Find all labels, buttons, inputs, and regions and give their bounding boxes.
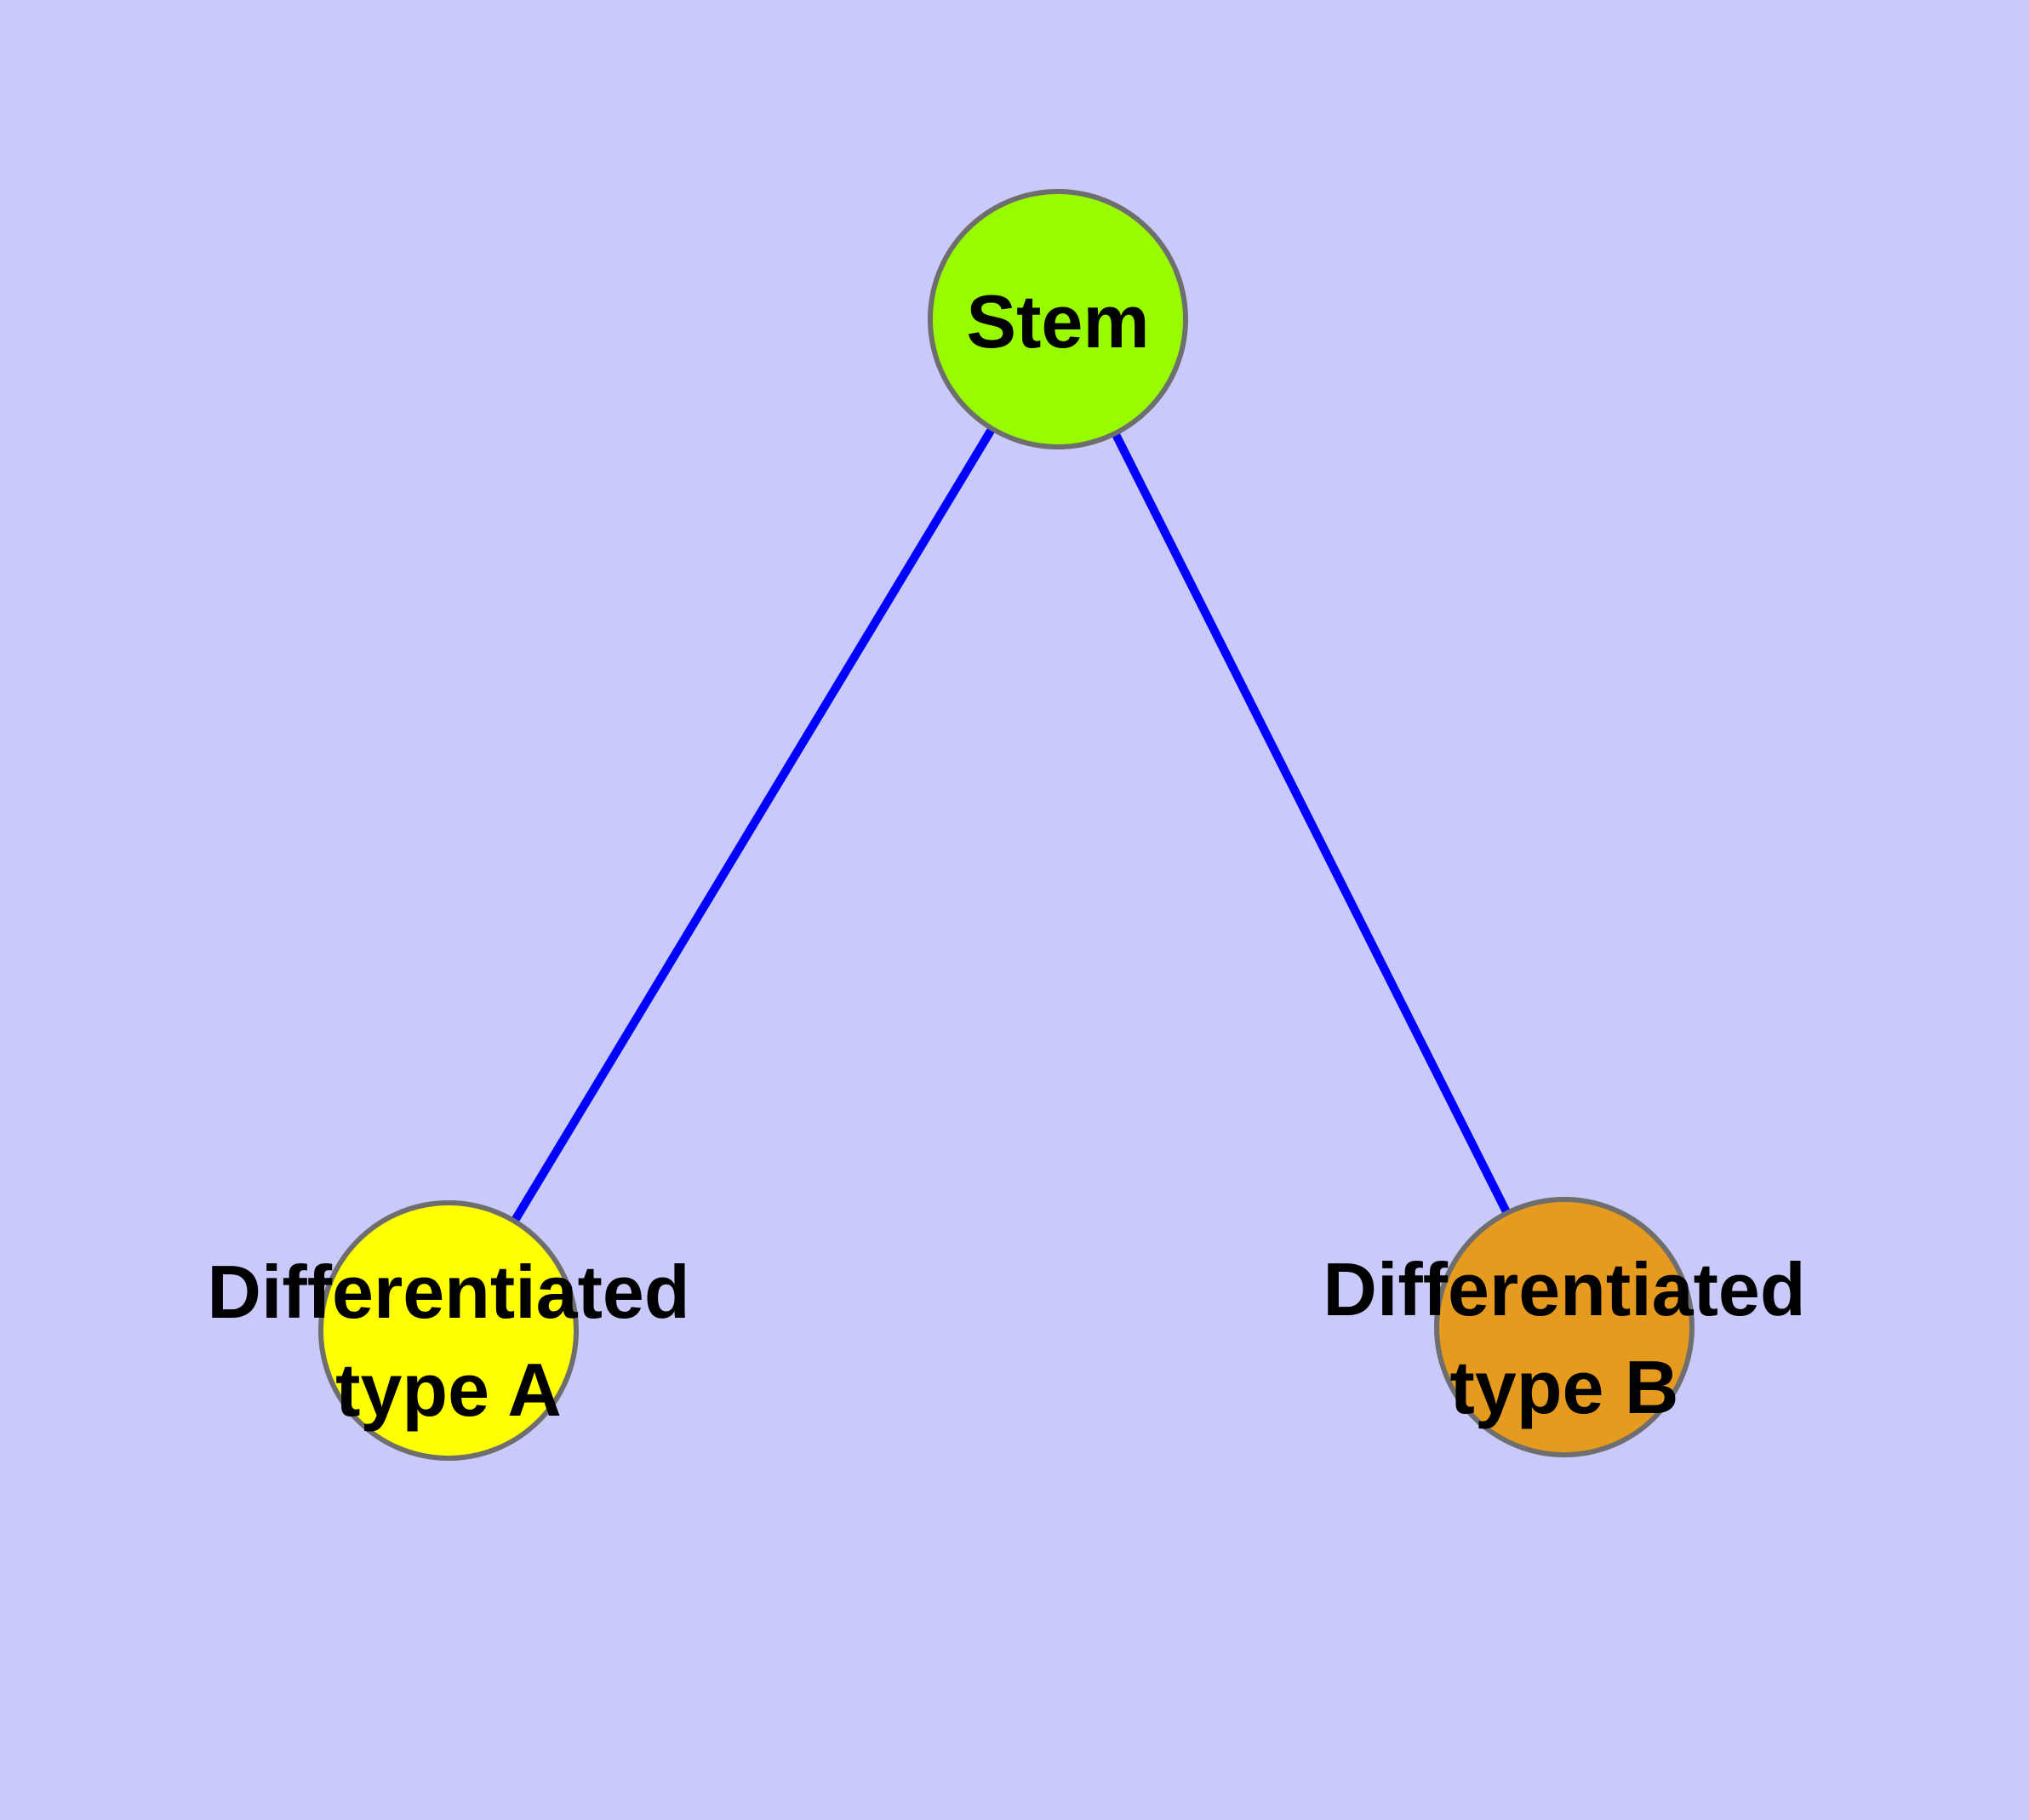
node-stem (928, 189, 1188, 449)
edge-stem-to-type-a (444, 317, 1062, 1333)
edge-stem-to-type-b (1054, 317, 1569, 1330)
node-type-a-label-line2: type A (335, 1348, 562, 1432)
node-type-b-label-line2: type B (1450, 1345, 1679, 1429)
node-type-a-label-line1: Differentiated (207, 1250, 689, 1334)
node-differentiated-type-a (318, 1200, 579, 1461)
node-stem-label: Stem (966, 279, 1149, 363)
node-differentiated-type-b (1434, 1197, 1695, 1457)
node-type-b-label-line1: Differentiated (1323, 1247, 1805, 1331)
